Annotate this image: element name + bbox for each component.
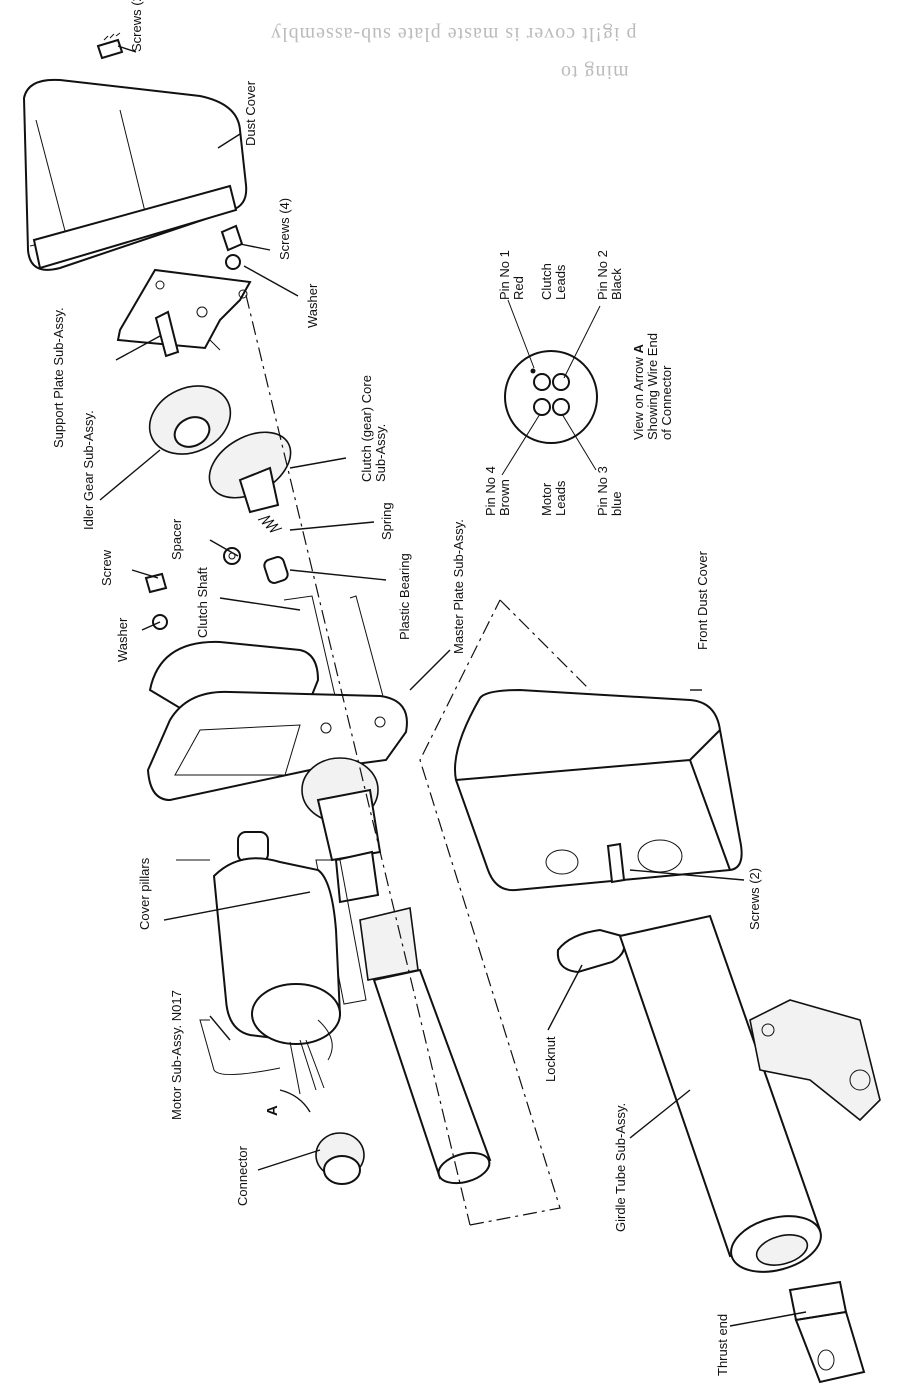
master-plate-part bbox=[146, 640, 408, 802]
label-clutch-core: Clutch (gear) Core Sub-Assy. bbox=[359, 375, 388, 482]
label-thrust-end: Thrust end bbox=[715, 1313, 730, 1376]
leader-lines bbox=[99, 45, 807, 1327]
girdle-tube-part bbox=[618, 914, 881, 1273]
label-screw: Screw bbox=[99, 549, 114, 586]
label-screws-2-front: Screws (2) bbox=[747, 867, 762, 930]
label-clutch-leads: Clutch Leads bbox=[539, 263, 568, 300]
front-dust-cover-part bbox=[454, 688, 743, 892]
label-front-dust-cover: Front Dust Cover bbox=[695, 551, 710, 650]
threaded-bush-part bbox=[301, 757, 382, 904]
label-cover-pillars: Cover pillars bbox=[137, 857, 152, 930]
motor-part bbox=[212, 831, 342, 1095]
label-pin3: Pin No 3 blue bbox=[595, 466, 624, 516]
spacer-part bbox=[223, 547, 241, 565]
motor-bracket bbox=[199, 1019, 281, 1076]
label-spacer: Spacer bbox=[169, 518, 184, 560]
support-plate-part bbox=[116, 268, 252, 358]
label-arrow-a: A bbox=[264, 1105, 281, 1116]
label-washer-left: Washer bbox=[115, 617, 130, 662]
label-spring: Spring bbox=[379, 502, 394, 540]
label-connector: Connector bbox=[235, 1146, 250, 1206]
dust-cover-part bbox=[22, 78, 248, 271]
label-screws-4: Screws (4) bbox=[277, 197, 292, 260]
label-view-caption-1: View on Arrow A bbox=[631, 344, 646, 440]
label-motor-leads: Motor Leads bbox=[539, 480, 568, 516]
thrust-end-part bbox=[788, 1280, 866, 1384]
plastic-bearing-part bbox=[263, 556, 289, 584]
label-pin1: Pin No 1 Red bbox=[497, 250, 526, 300]
caption-arrow-letter: A bbox=[631, 344, 646, 354]
label-support-plate: Support Plate Sub-Assy. bbox=[51, 307, 66, 448]
side-screws-part bbox=[220, 224, 244, 270]
label-screws-2-top: Screws (2) bbox=[129, 0, 144, 52]
label-pin2: Pin No 2 Black bbox=[595, 250, 624, 300]
label-washer-top: Washer bbox=[305, 283, 320, 328]
connector-part bbox=[279, 1089, 365, 1185]
connector-pin-view bbox=[501, 299, 601, 476]
clutch-core-part bbox=[208, 431, 292, 514]
label-master-plate: Master Plate Sub-Assy. bbox=[451, 519, 466, 654]
label-plastic-bearing: Plastic Bearing bbox=[397, 553, 412, 640]
label-girdle-tube: Girdle Tube Sub-Assy. bbox=[613, 1102, 628, 1232]
label-clutch-shaft: Clutch Shaft bbox=[195, 567, 210, 638]
label-idler-gear: Idler Gear Sub-Assy. bbox=[81, 410, 96, 530]
screw-part bbox=[144, 572, 168, 594]
label-view-caption-2: Showing Wire End of Connector bbox=[645, 333, 674, 440]
label-dust-cover: Dust Cover bbox=[243, 80, 258, 146]
label-locknut: Locknut bbox=[543, 1036, 558, 1082]
idler-gear-part bbox=[148, 385, 232, 455]
locknut-part bbox=[556, 928, 626, 974]
label-motor: Motor Sub-Assy. N017 bbox=[169, 990, 184, 1120]
tube-part bbox=[359, 907, 492, 1185]
label-pin4: Pin No 4 Brown bbox=[483, 466, 512, 516]
top-screws-part bbox=[96, 32, 124, 60]
spring-part bbox=[257, 515, 283, 533]
